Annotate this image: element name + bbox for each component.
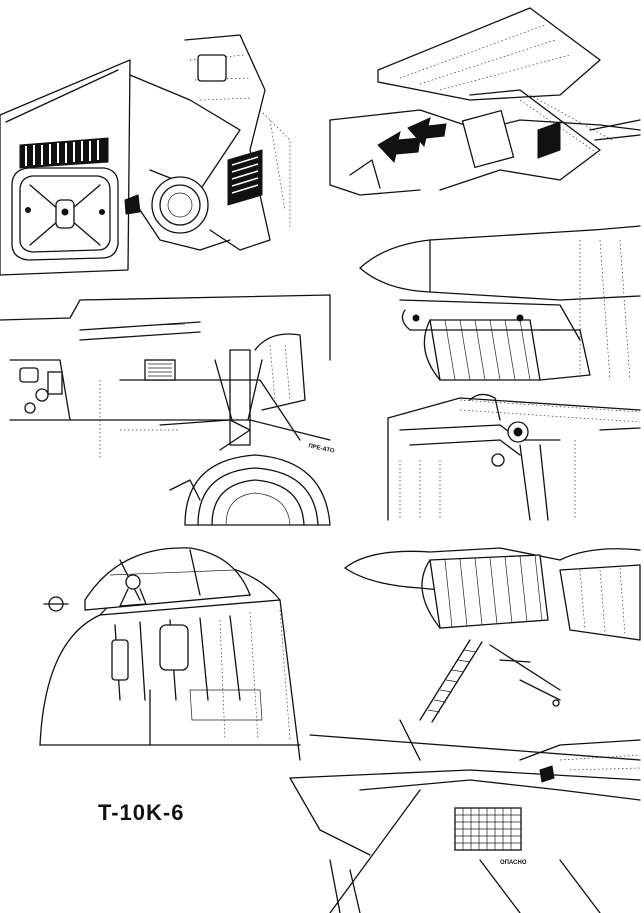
- engine-intake: [423, 319, 591, 381]
- svg-text:———————: ———————: [150, 322, 185, 328]
- engine-nozzle: [421, 554, 549, 629]
- boarding-ladder: [419, 639, 483, 723]
- main-gear-drawing: ———————: [0, 294, 331, 526]
- louvre-grille-2: [227, 149, 263, 206]
- panel-warning-label: ОПАСНО: [500, 860, 527, 866]
- cockpit-drawing: [39, 547, 301, 761]
- underside-panel-drawing: [289, 734, 641, 913]
- main-wheel: [184, 454, 331, 526]
- canopy: [84, 547, 251, 611]
- louvre-grille: [19, 137, 109, 169]
- vent-grille: [454, 807, 522, 851]
- wing-root-drawing: [329, 7, 641, 196]
- drawing-caption: T-10K-6: [98, 800, 185, 825]
- access-hatch-drawing: [0, 34, 291, 276]
- nose-and-nacelle-drawing: [359, 225, 641, 381]
- nacelle-ladder-drawing: [344, 547, 641, 761]
- gear-bay-drawing: [387, 393, 641, 521]
